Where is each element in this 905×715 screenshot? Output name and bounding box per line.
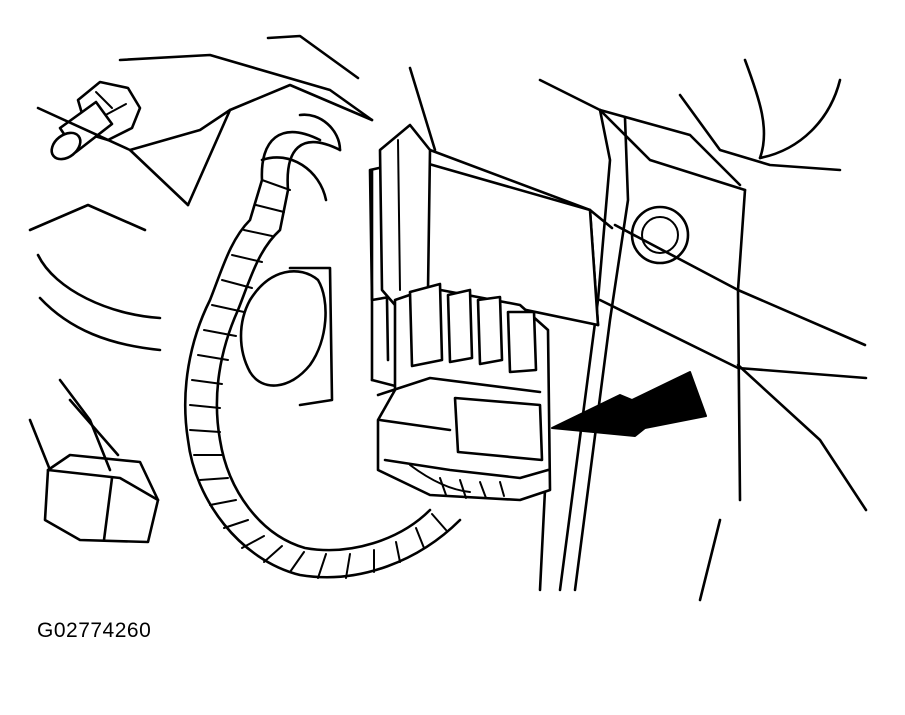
bolt <box>50 80 142 161</box>
electrical-module <box>368 123 600 397</box>
arrow-icon <box>551 371 707 437</box>
harness-connector <box>376 282 552 502</box>
lower-connector <box>28 378 160 544</box>
wire-loom <box>183 113 462 579</box>
mounting-strut <box>538 108 690 592</box>
figure-id-label: G02774260 <box>37 619 152 642</box>
